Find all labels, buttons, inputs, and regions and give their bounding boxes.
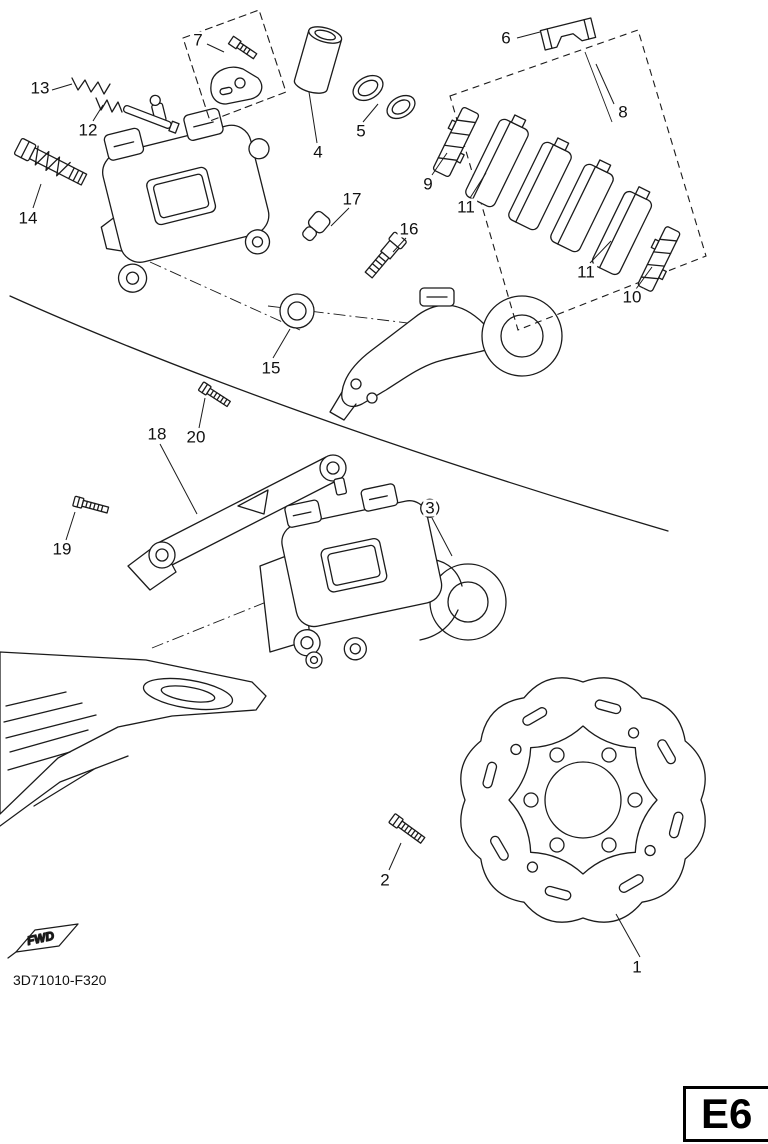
callout-7: 7 bbox=[191, 30, 205, 50]
pad-pin-clip-group bbox=[182, 9, 287, 122]
callout-20: 20 bbox=[184, 427, 208, 447]
brake-pad-3 bbox=[550, 159, 614, 253]
piston bbox=[293, 26, 343, 94]
slide-pin-bolt bbox=[364, 231, 407, 279]
leader-lines bbox=[32, 31, 653, 958]
callout-3: 3 bbox=[423, 498, 437, 518]
callout-5: 5 bbox=[354, 121, 368, 141]
bracket-bolt-upper bbox=[198, 381, 231, 408]
torque-arm-bolt bbox=[72, 495, 110, 514]
fwd-label: FWD bbox=[26, 928, 56, 947]
brake-pad-1 bbox=[465, 114, 529, 208]
pad-shim-right bbox=[637, 226, 681, 292]
pad-pin bbox=[95, 97, 180, 134]
separator-curve bbox=[9, 295, 669, 532]
disc-bolt bbox=[388, 813, 426, 844]
pad-shim-left bbox=[432, 106, 480, 178]
callout-11a: 11 bbox=[455, 197, 477, 217]
callout-19: 19 bbox=[50, 539, 74, 559]
callout-1: 1 bbox=[630, 957, 644, 977]
torque-arm bbox=[127, 454, 347, 591]
brake-caliper-assembled bbox=[281, 477, 443, 661]
callout-15: 15 bbox=[259, 358, 283, 378]
piston-seals bbox=[352, 74, 416, 120]
pad-pin-spring bbox=[71, 77, 111, 95]
callout-4: 4 bbox=[311, 142, 325, 162]
swingarm bbox=[0, 651, 267, 827]
fwd-arrow-icon: FWD bbox=[7, 923, 79, 959]
callout-10: 10 bbox=[620, 287, 644, 307]
callout-9: 9 bbox=[421, 174, 435, 194]
callout-8: 8 bbox=[616, 102, 630, 122]
pad-kit-boundary bbox=[449, 29, 707, 331]
brake-disc bbox=[460, 677, 706, 923]
page-ref-box: E6 bbox=[683, 1086, 768, 1142]
callout-14: 14 bbox=[16, 208, 40, 228]
pad-spring bbox=[539, 17, 597, 51]
callout-2: 2 bbox=[378, 870, 392, 890]
brake-pad-2 bbox=[508, 137, 572, 231]
brake-pad-4 bbox=[591, 186, 653, 276]
callout-16: 16 bbox=[397, 219, 421, 239]
callout-6: 6 bbox=[499, 28, 513, 48]
callout-13: 13 bbox=[28, 78, 52, 98]
callout-17: 17 bbox=[340, 189, 364, 209]
callout-11b: 11 bbox=[575, 262, 597, 282]
drawing-code: 3D71010-F320 bbox=[13, 972, 107, 988]
page-ref-label: E6 bbox=[701, 1090, 753, 1137]
slide-bushing bbox=[279, 293, 315, 329]
caliper-mount-bolt bbox=[13, 138, 88, 186]
brake-caliper bbox=[100, 94, 271, 293]
caliper-lower-pin bbox=[305, 651, 323, 669]
caliper-bracket-rear bbox=[259, 549, 507, 653]
caliper-bracket-upper bbox=[329, 287, 563, 421]
slide-pin-boot bbox=[302, 210, 331, 242]
callout-18: 18 bbox=[145, 424, 169, 444]
callout-12: 12 bbox=[76, 120, 100, 140]
